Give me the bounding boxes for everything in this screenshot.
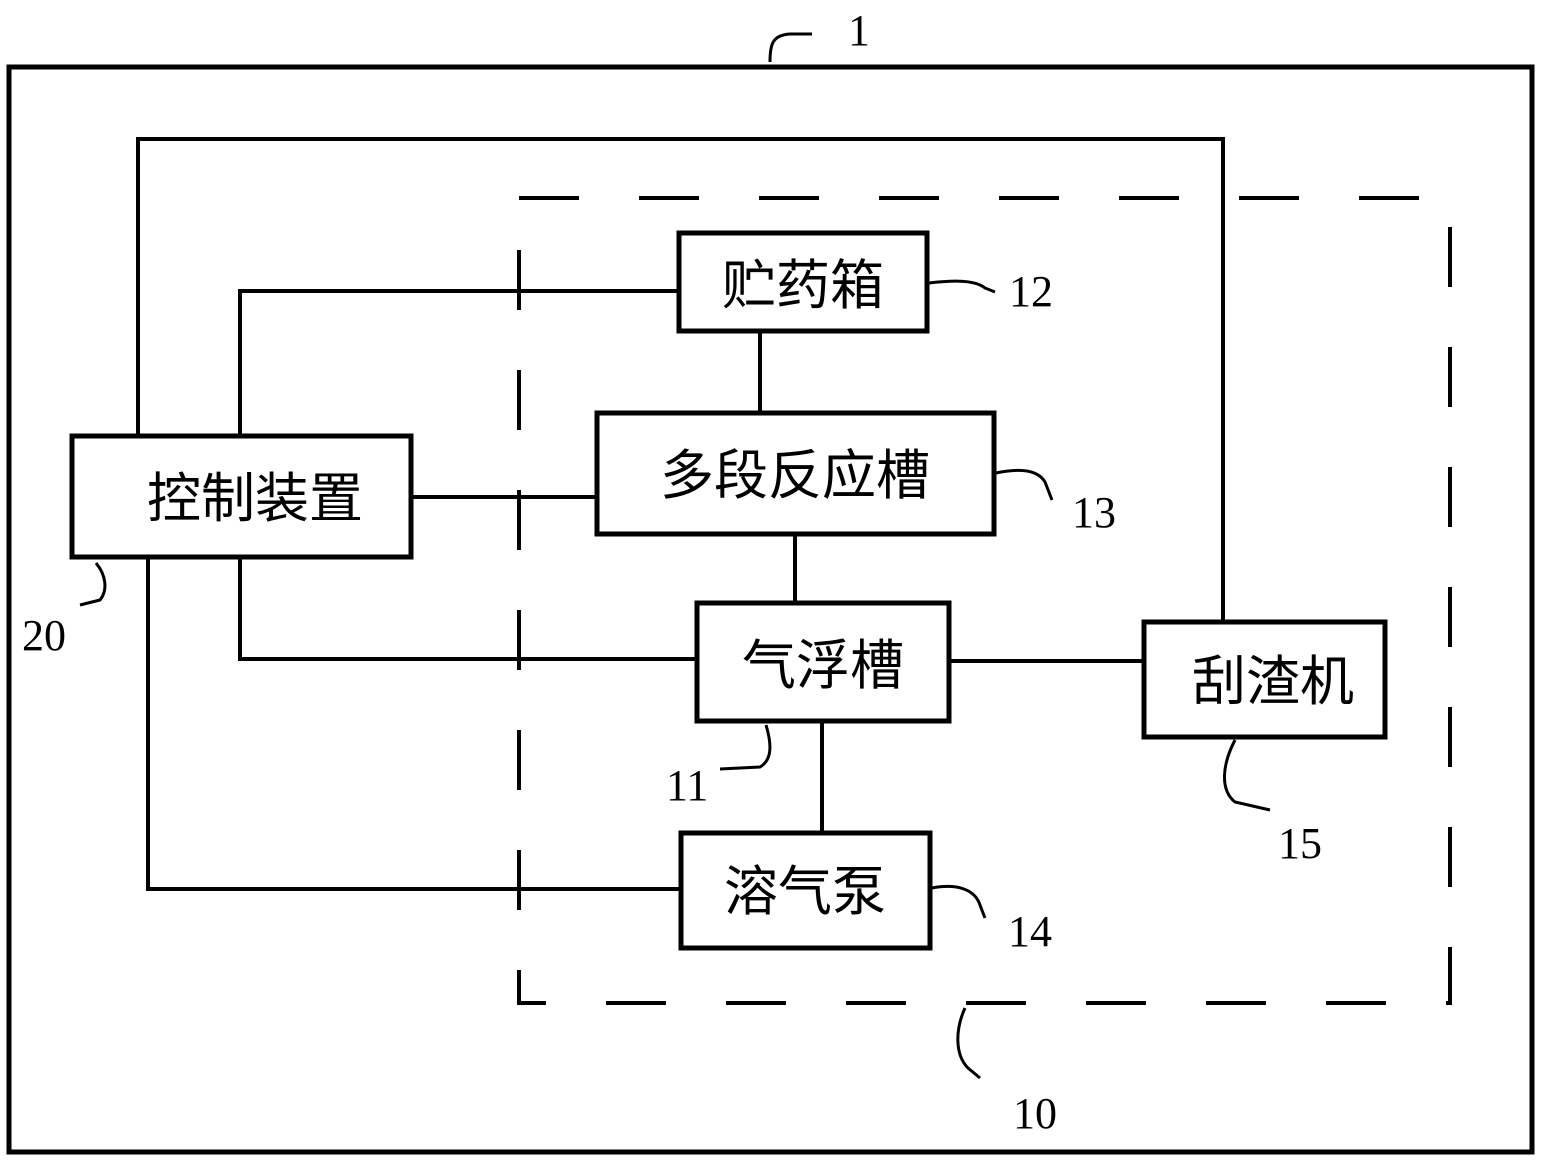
node-flotation-tank: 气浮槽 [694, 600, 952, 724]
flotation-tank-label: 气浮槽 [742, 634, 904, 697]
reaction-tank-label: 多段反应槽 [660, 444, 930, 507]
node-reaction-tank: 多段反应槽 [594, 410, 997, 537]
storage-tank-label: 贮药箱 [722, 254, 884, 317]
scraper-label: 刮渣机 [1192, 650, 1354, 713]
scraper-box [1141, 619, 1388, 740]
node-control-device: 控制装置 [69, 433, 414, 560]
pump-leader [931, 884, 987, 919]
treatment-unit-boundary [517, 196, 1452, 1005]
control-device-ref: 20 [22, 611, 66, 660]
control-device-label: 控制装置 [147, 467, 363, 530]
scraper-leader [1223, 739, 1271, 812]
edge-control-flotation [238, 558, 697, 661]
pump-ref: 14 [1008, 907, 1052, 956]
storage-tank-box [676, 230, 930, 334]
connections [136, 137, 1225, 891]
flotation-tank-leader [719, 724, 772, 771]
scraper-ref: 15 [1278, 819, 1322, 868]
treatment-unit-leader [956, 1007, 981, 1080]
node-dissolved-air-pump: 溶气泵 [678, 830, 933, 951]
node-storage-tank: 贮药箱 [676, 230, 930, 334]
flotation-tank-ref: 11 [666, 761, 708, 810]
edge-control-storage [238, 289, 679, 436]
control-device-leader [79, 562, 107, 607]
control-device-box [69, 433, 414, 560]
storage-tank-leader [928, 279, 996, 294]
treatment-unit-ref: 10 [1013, 1089, 1057, 1138]
edge-control-scraper [136, 137, 1225, 622]
outer-system-ref: 1 [848, 6, 870, 55]
storage-tank-ref: 12 [1009, 267, 1053, 316]
pump-box [678, 830, 933, 951]
reaction-tank-box [594, 410, 997, 537]
flotation-tank-box [694, 600, 952, 724]
reaction-tank-ref: 13 [1072, 488, 1116, 537]
pump-label: 溶气泵 [724, 860, 886, 923]
edge-control-pump [146, 558, 681, 891]
node-scraper: 刮渣机 [1141, 619, 1388, 740]
reaction-tank-leader [995, 468, 1054, 501]
outer-system-leader [768, 32, 812, 63]
